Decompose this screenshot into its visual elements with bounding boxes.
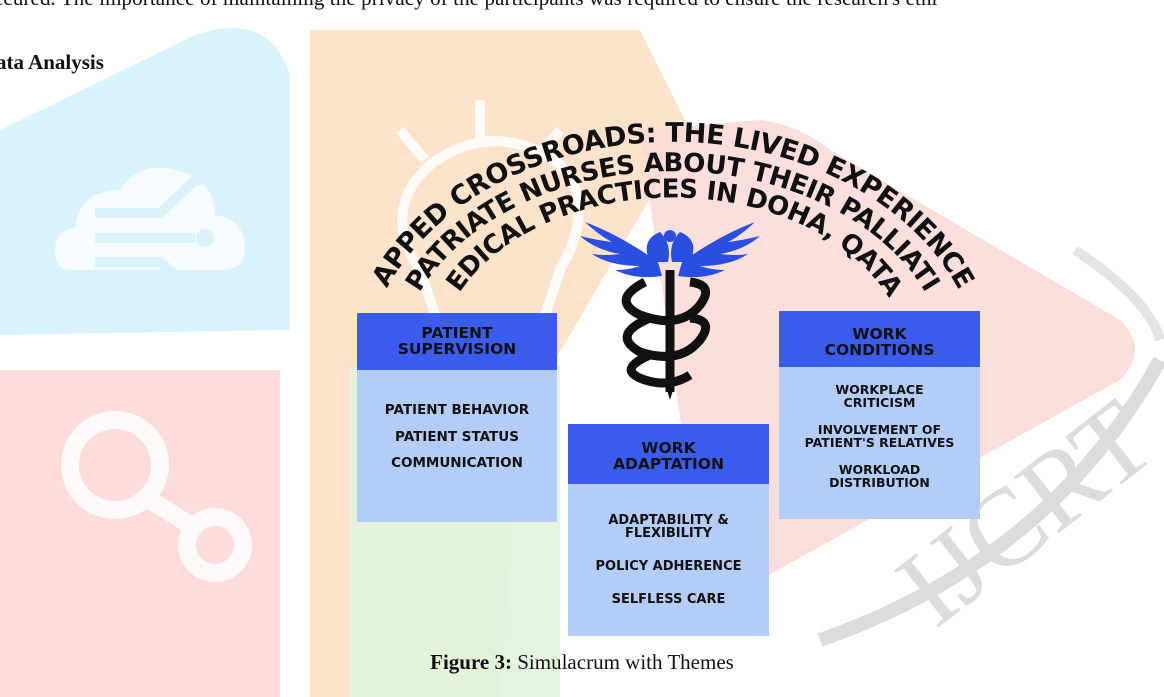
theme-item: ADAPTABILITY & FLEXIBILITY	[608, 513, 729, 541]
theme-title-line-2: CONDITIONS	[824, 341, 935, 359]
theme-box-work-conditions: WORK CONDITIONS WORKPLACE CRITICISM INVO…	[779, 311, 980, 519]
theme-body: PATIENT BEHAVIOR PATIENT STATUS COMMUNIC…	[357, 370, 557, 522]
theme-title-line-2: SUPERVISION	[397, 339, 517, 358]
theme-item: COMMUNICATION	[391, 455, 523, 471]
theme-box-patient-supervision: PATIENT SUPERVISION PATIENT BEHAVIOR PAT…	[357, 313, 557, 522]
figure-caption: Figure 3: Simulacrum with Themes	[0, 650, 1164, 675]
theme-item: SELFLESS CARE	[611, 592, 726, 607]
theme-header: WORK CONDITIONS	[779, 311, 980, 367]
theme-title-line-1: WORK	[641, 439, 696, 458]
theme-header: WORK ADAPTATION	[568, 424, 769, 484]
theme-title-line-2: ADAPTATION	[613, 455, 724, 473]
theme-box-work-adaptation: WORK ADAPTATION ADAPTABILITY & FLEXIBILI…	[568, 424, 769, 636]
theme-item: WORKPLACE CRITICISM	[835, 382, 924, 410]
theme-title-line-1: PATIENT	[421, 323, 493, 342]
figure-caption-label: Figure 3:	[430, 650, 512, 674]
theme-item: POLICY ADHERENCE	[595, 559, 742, 574]
theme-item: WORKLOAD DISTRIBUTION	[829, 462, 930, 490]
figure-caption-text: Simulacrum with Themes	[512, 650, 734, 674]
theme-item: INVOLVEMENT OF PATIENT'S RELATIVES	[804, 422, 955, 450]
theme-item: PATIENT STATUS	[395, 428, 519, 445]
theme-header: PATIENT SUPERVISION	[357, 313, 557, 370]
theme-item: PATIENT BEHAVIOR	[384, 402, 530, 418]
theme-body: ADAPTABILITY & FLEXIBILITY POLICY ADHERE…	[568, 484, 769, 636]
body-text-line: ecured. The importance of maintaining th…	[0, 0, 1164, 11]
section-heading: ata Analysis	[0, 50, 104, 74]
theme-body: WORKPLACE CRITICISM INVOLVEMENT OF PATIE…	[779, 367, 980, 519]
theme-title-line-1: WORK	[852, 325, 907, 344]
